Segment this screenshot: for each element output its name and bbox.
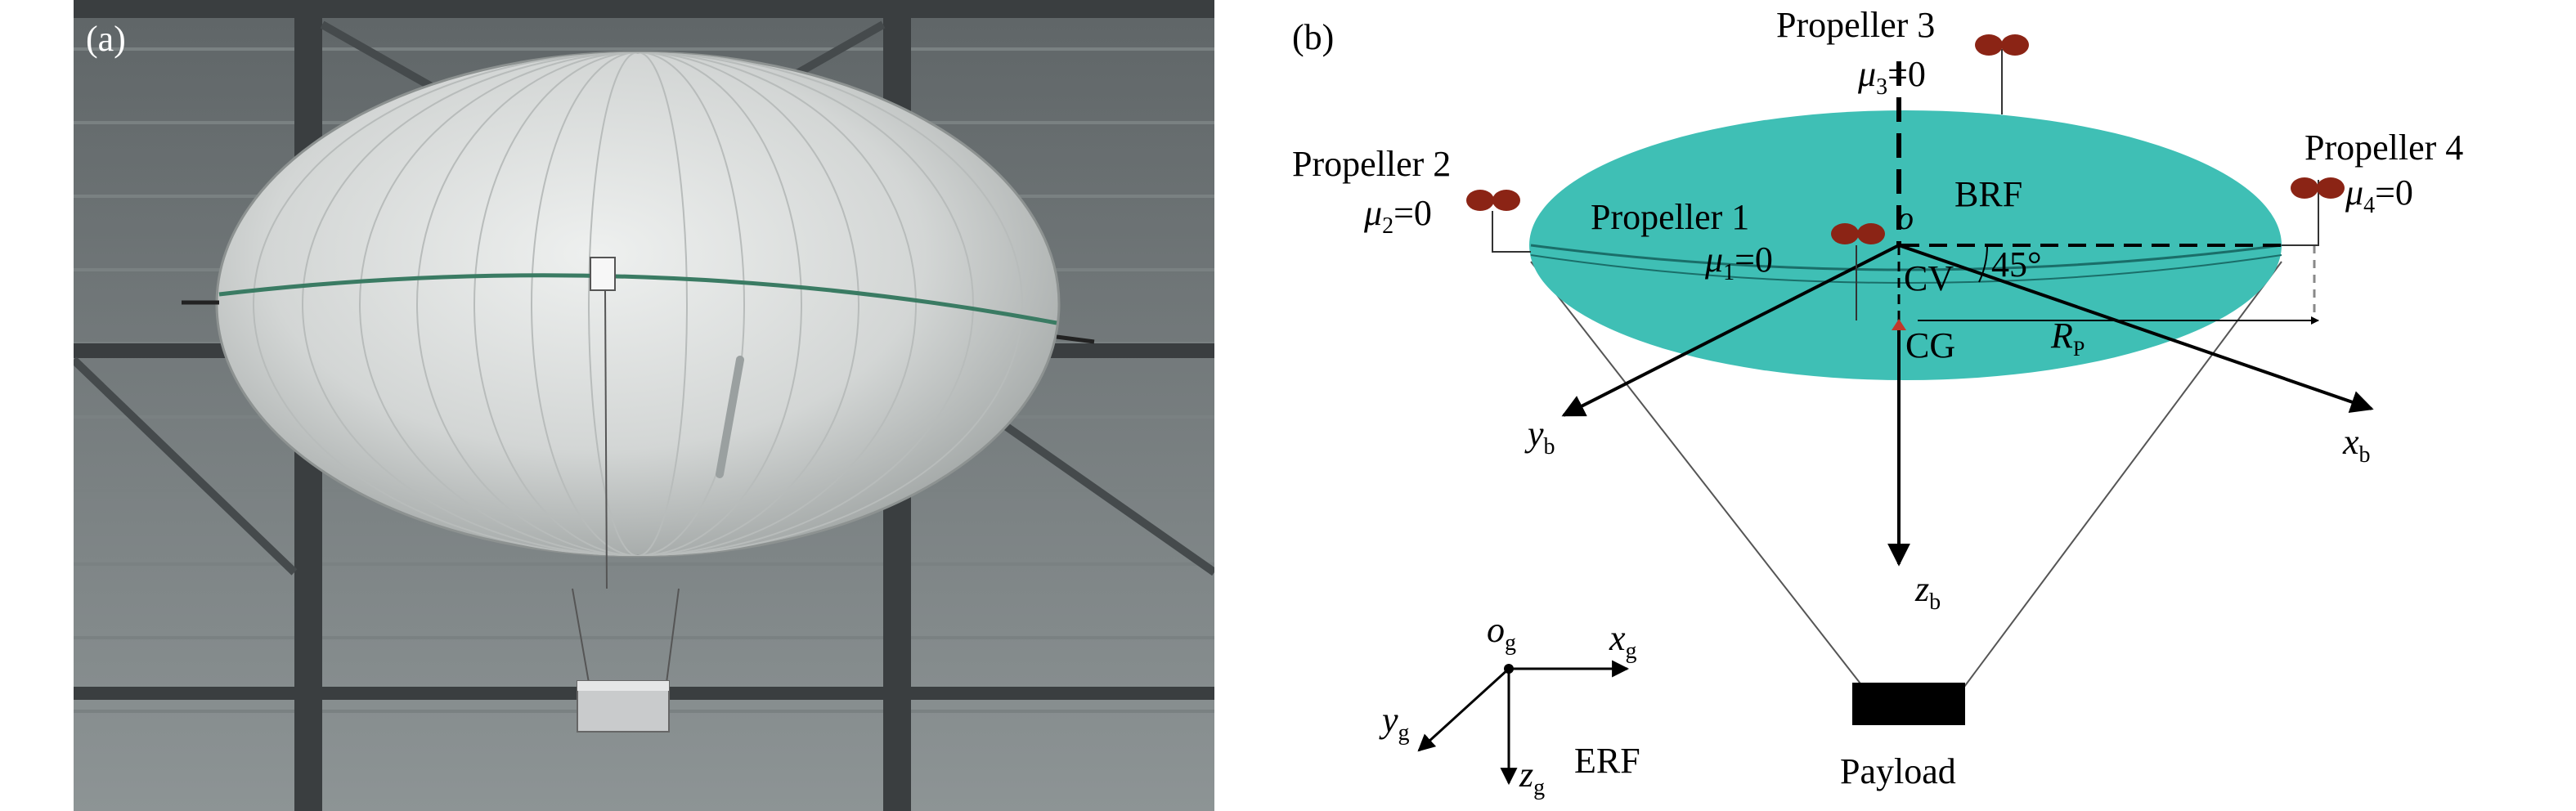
- propeller-2-mu: μ2=0: [1363, 193, 1432, 239]
- payload-gondola: [577, 680, 670, 733]
- propeller-1-label: Propeller 1: [1591, 197, 1749, 237]
- cg-label: CG: [1905, 325, 1955, 365]
- propeller-3-icon: [1975, 34, 2029, 56]
- equator-band: [218, 273, 1057, 325]
- envelope-seam: [716, 356, 744, 478]
- earth-frame-axes: [1417, 660, 1630, 786]
- xb-axis-arrow: [1898, 244, 2374, 413]
- panel-b-diagram: (b): [1292, 5, 2463, 800]
- propeller-2-icon: [1466, 190, 1520, 211]
- panel-a-label: (a): [86, 19, 126, 59]
- propeller-mounts: [1492, 49, 2319, 320]
- cv-label: CV: [1904, 258, 1954, 298]
- balloon-envelope: [215, 51, 1061, 558]
- payload-label: Payload: [1840, 751, 1956, 791]
- yb-axis-label: yb: [1524, 414, 1555, 459]
- og-label: og: [1487, 610, 1516, 656]
- propeller-3-mu: μ3=0: [1857, 54, 1926, 100]
- cg-marker: [1892, 319, 1906, 330]
- zb-axis-label: zb: [1914, 569, 1941, 615]
- payload-block: [1852, 683, 1965, 725]
- envelope-valve: [590, 257, 616, 291]
- payload-suspension-lines: [1530, 261, 2282, 688]
- gondola-rigging: [572, 289, 680, 683]
- angle-arc: [1978, 244, 1989, 283]
- xb-axis-label: xb: [2342, 422, 2371, 468]
- propeller-4-icon: [2291, 177, 2345, 199]
- radius-label: RP: [2050, 316, 2085, 361]
- xg-axis-label: xg: [1609, 618, 1637, 664]
- yb-axis-arrow: [1561, 244, 1900, 417]
- propeller-4-mu: μ4=0: [2345, 173, 2413, 218]
- envelope-rim: [1530, 244, 2282, 271]
- erf-label: ERF: [1574, 741, 1640, 781]
- body-frame-axes: [1561, 244, 2374, 567]
- envelope-rim-lower: [1530, 254, 2282, 284]
- brf-label: BRF: [1954, 174, 2022, 214]
- angle-label: 45°: [1991, 244, 2042, 285]
- yg-axis-label: yg: [1379, 700, 1410, 746]
- side-propeller-mounts: [182, 300, 1095, 344]
- yg-axis-arrow: [1417, 667, 1510, 752]
- propeller-4-label: Propeller 4: [2304, 128, 2463, 168]
- propeller-2-label: Propeller 2: [1292, 144, 1451, 184]
- zg-axis-label: zg: [1519, 755, 1545, 800]
- panel-b-label: (b): [1292, 17, 1334, 57]
- propeller-1-mu: μ1=0: [1704, 240, 1773, 285]
- envelope-gores: [253, 52, 1023, 556]
- panel-a-photo: (a): [74, 0, 1214, 811]
- propeller-1-icon: [1831, 223, 1885, 244]
- body-origin-label: o: [1897, 199, 1914, 236]
- propeller-3-label: Propeller 3: [1776, 5, 1935, 45]
